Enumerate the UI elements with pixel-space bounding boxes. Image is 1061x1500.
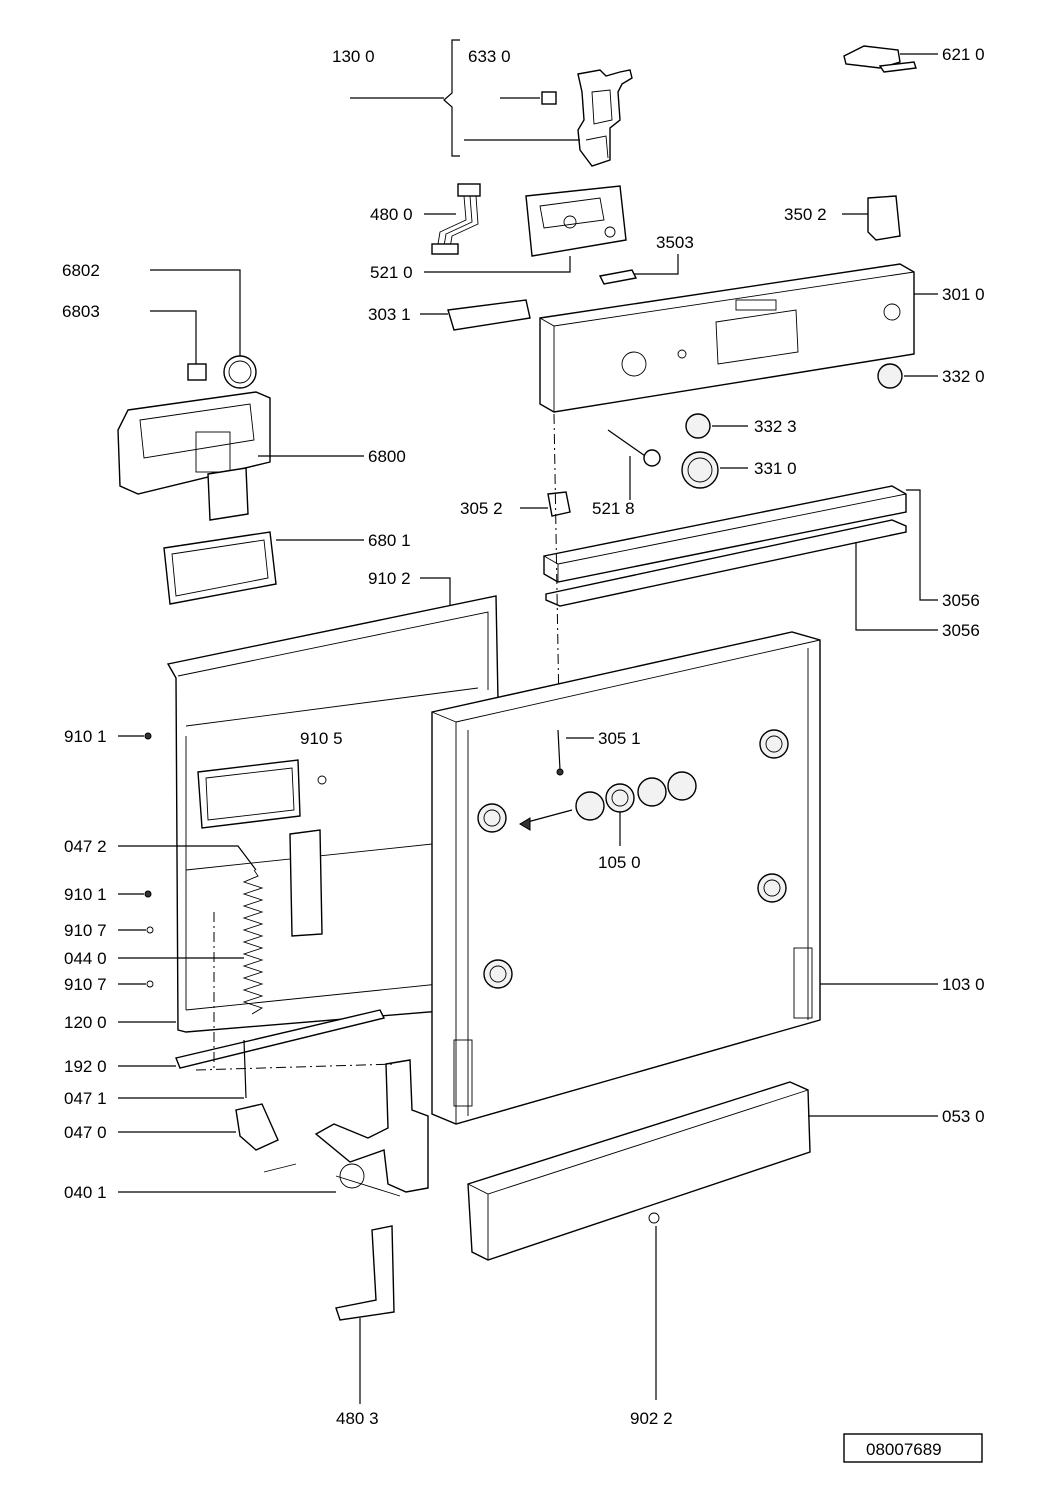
screw-9101-top — [118, 732, 152, 740]
spring-0440 — [118, 845, 264, 1015]
control-panel-3010 — [539, 263, 938, 413]
rail-1920 — [118, 1009, 386, 1069]
cap-6803 — [150, 310, 207, 381]
door-lock-part — [464, 69, 633, 167]
label-3031: 303 1 — [368, 305, 411, 324]
hinge-clip-0470 — [118, 1103, 297, 1173]
label-5218: 521 8 — [592, 499, 635, 518]
contact-3503 — [598, 254, 679, 285]
control-board-5210 — [424, 185, 627, 273]
label-0470: 047 0 — [64, 1123, 107, 1142]
bumper-set-1050 — [519, 771, 697, 846]
label-6210: 621 0 — [942, 45, 985, 64]
label-9107-a: 910 7 — [64, 921, 107, 940]
label-0440: 044 0 — [64, 949, 107, 968]
handle-3031 — [420, 299, 531, 331]
label-0472: 047 2 — [64, 837, 107, 856]
label-0401: 040 1 — [64, 1183, 107, 1202]
dispenser-6800 — [117, 391, 364, 521]
label-3310: 331 0 — [754, 459, 797, 478]
label-3056-a: 3056 — [942, 591, 980, 610]
labels: 130 0 633 0 621 0 480 0 521 0 350 2 3503… — [62, 45, 985, 1428]
seal-ring-6802 — [150, 269, 257, 389]
screw-9107-a — [118, 926, 154, 934]
label-3502: 350 2 — [784, 205, 827, 224]
cable-harness-4800 — [424, 183, 481, 255]
holder-3052 — [520, 491, 571, 517]
bracket-1300 — [350, 39, 460, 157]
label-1300: 130 0 — [332, 47, 375, 66]
label-3010: 301 0 — [942, 285, 985, 304]
hinge-assembly-0401 — [118, 912, 429, 1197]
label-3051: 305 1 — [598, 729, 641, 748]
label-1200: 120 0 — [64, 1013, 107, 1032]
screw-9107-b — [118, 980, 154, 988]
label-9101-b: 910 1 — [64, 885, 107, 904]
label-3056-b: 3056 — [942, 621, 980, 640]
label-6800: 6800 — [368, 447, 406, 466]
label-9101-a: 910 1 — [64, 727, 107, 746]
label-3503: 3503 — [656, 233, 694, 252]
label-9022: 902 2 — [630, 1409, 673, 1428]
knob-3310 — [681, 451, 748, 489]
outer-door-1030 — [431, 631, 938, 1125]
screw-3051 — [556, 729, 594, 776]
label-0471: 047 1 — [64, 1089, 107, 1108]
label-3323: 332 3 — [754, 417, 797, 436]
switch-6210 — [843, 45, 938, 73]
screw-9101-mid — [118, 890, 152, 898]
label-6801: 680 1 — [368, 531, 411, 550]
strip-3056-lower — [545, 519, 938, 631]
label-0530: 053 0 — [942, 1107, 985, 1126]
strip-3056-upper — [543, 485, 938, 601]
knob-3320 — [877, 363, 938, 389]
roller-group — [477, 729, 789, 989]
label-9102: 910 2 — [368, 569, 411, 588]
selector-5218 — [607, 429, 661, 500]
screw-9022 — [648, 1212, 660, 1400]
clip-3502 — [842, 195, 901, 241]
label-1030: 103 0 — [942, 975, 985, 994]
label-4800: 480 0 — [370, 205, 413, 224]
label-1050: 105 0 — [598, 853, 641, 872]
inner-door-1200 — [166, 595, 499, 1033]
bottom-trim-0530 — [467, 1081, 938, 1261]
label-9105: 910 5 — [300, 729, 343, 748]
document-code-box: 08007689 — [843, 1433, 983, 1463]
label-1920: 192 0 — [64, 1057, 107, 1076]
gasket-6801 — [163, 531, 364, 605]
label-6803: 6803 — [62, 302, 100, 321]
label-3052: 305 2 — [460, 499, 503, 518]
label-9107-b: 910 7 — [64, 975, 107, 994]
label-5210: 521 0 — [370, 263, 413, 282]
label-4803: 480 3 — [336, 1409, 379, 1428]
knob-3323 — [685, 413, 748, 439]
label-6330: 633 0 — [468, 47, 511, 66]
label-3320: 332 0 — [942, 367, 985, 386]
bracket-4803 — [335, 1225, 395, 1404]
label-6802: 6802 — [62, 261, 100, 280]
document-code: 08007689 — [866, 1440, 942, 1459]
